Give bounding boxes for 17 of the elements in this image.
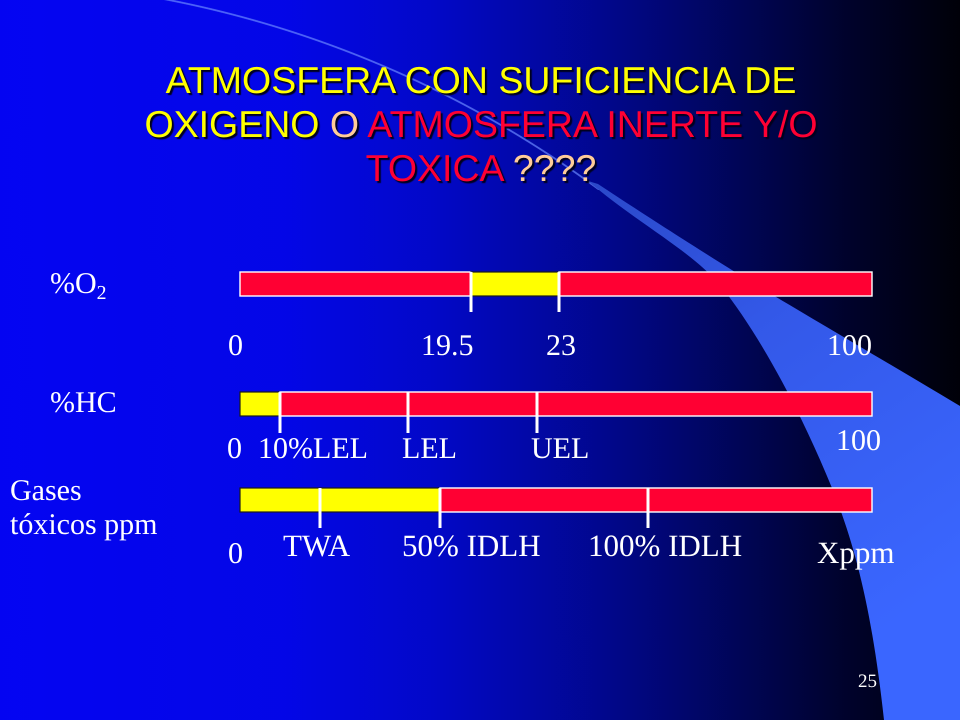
tick-label: LEL (402, 432, 457, 466)
tick-label: 0 (228, 329, 243, 363)
tick-label: UEL (531, 432, 590, 466)
axis-label: %HC (50, 386, 117, 420)
tick-label: 50% IDLH (402, 528, 541, 563)
axis-label: %O$_{2}$ (50, 267, 107, 301)
tick-label: 100 (836, 424, 881, 458)
tick-label: 0 (228, 537, 243, 571)
tick-label: 100% IDLH (588, 528, 742, 563)
tick-label: 19.5 (421, 329, 474, 363)
tick-label: 23 (546, 329, 576, 363)
tick-label: 10%LEL (258, 432, 368, 466)
tick-label: 0 (227, 432, 242, 466)
slide-title: ATMOSFERA CON SUFICIENCIA DE OXIGENO O ATMOSFERA INERTE Y/O TOXICA ???? (143, 58, 819, 190)
axis-label: Gases tóxicos ppm (10, 474, 158, 542)
tick-label: TWA (283, 528, 350, 563)
page-number: 25 (858, 671, 877, 693)
